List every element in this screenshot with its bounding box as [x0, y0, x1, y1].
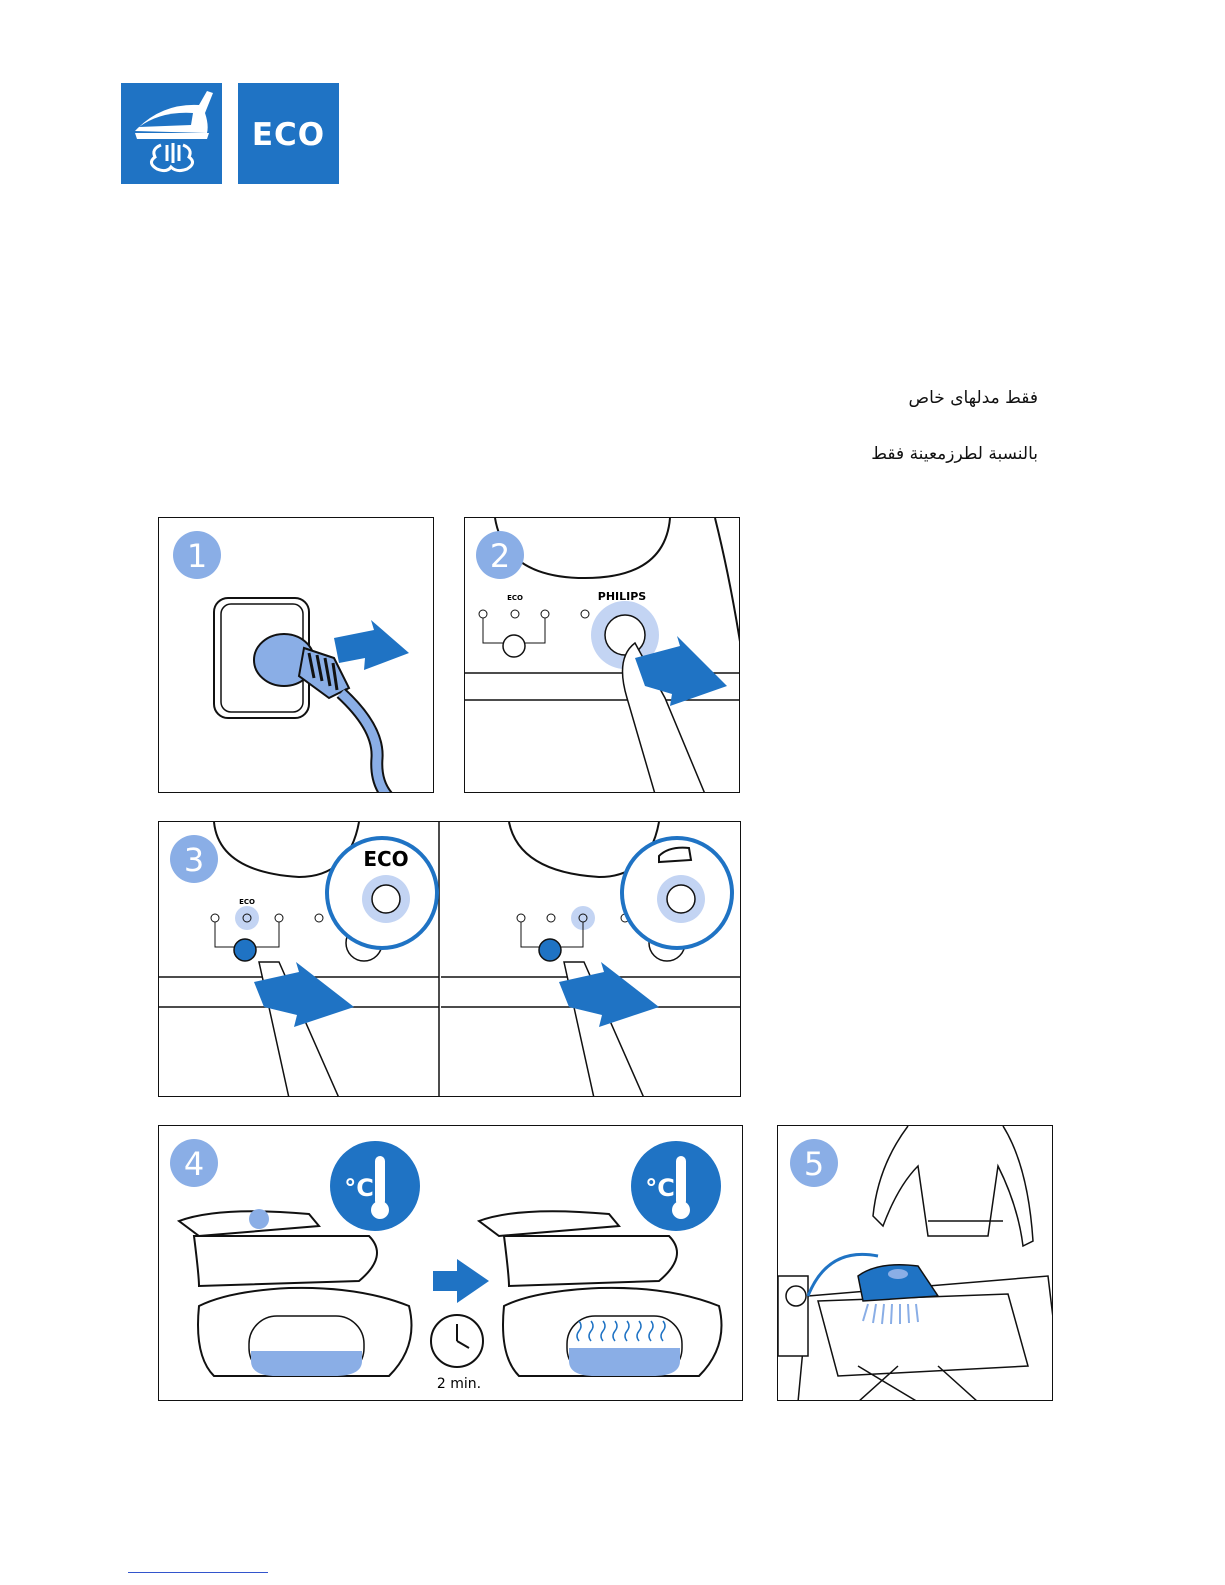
temp-label-left: °C [344, 1174, 374, 1202]
step-1-number: 1 [187, 537, 207, 575]
temperature-icon: 4 °C °C 2 min. [159, 1126, 743, 1401]
ironing-person-icon: 5 [778, 1126, 1053, 1401]
step-4-panel: 4 °C °C 2 min. [158, 1125, 743, 1401]
eco-zoom-label: ECO [363, 847, 408, 871]
iron-steam-icon [121, 83, 222, 184]
step-1-panel: 1 [158, 517, 434, 793]
note-specific-models-ar: بالنسبة لطرزمعينة فقط [871, 444, 1038, 464]
footer-link-underline [128, 1572, 268, 1573]
note-specific-models-fa: فقط مدلهای خاص [909, 388, 1038, 408]
temp-label-right: °C [645, 1174, 675, 1202]
eco-small-label-left: ECO [239, 898, 255, 906]
steam-iron-badge [121, 83, 222, 184]
step-2-number: 2 [490, 537, 510, 575]
step-3-number: 3 [184, 841, 204, 879]
eco-label: ECO [238, 117, 339, 153]
eco-mode-button-icon: 3 ECO ECO [159, 822, 741, 1097]
step-4-number: 4 [184, 1145, 204, 1183]
brand-label: PHILIPS [598, 590, 647, 603]
step-2-panel: 2 ECO PHILIPS [464, 517, 740, 793]
step-5-panel: 5 [777, 1125, 1053, 1401]
plug-socket-icon: 1 [159, 518, 434, 793]
eco-small-label: ECO [507, 594, 523, 602]
step-3-panel: 3 ECO ECO [158, 821, 741, 1097]
step-5-number: 5 [804, 1145, 824, 1183]
power-button-icon: 2 ECO PHILIPS [465, 518, 740, 793]
timer-label: 2 min. [437, 1376, 481, 1392]
eco-badge: ECO [238, 83, 339, 184]
